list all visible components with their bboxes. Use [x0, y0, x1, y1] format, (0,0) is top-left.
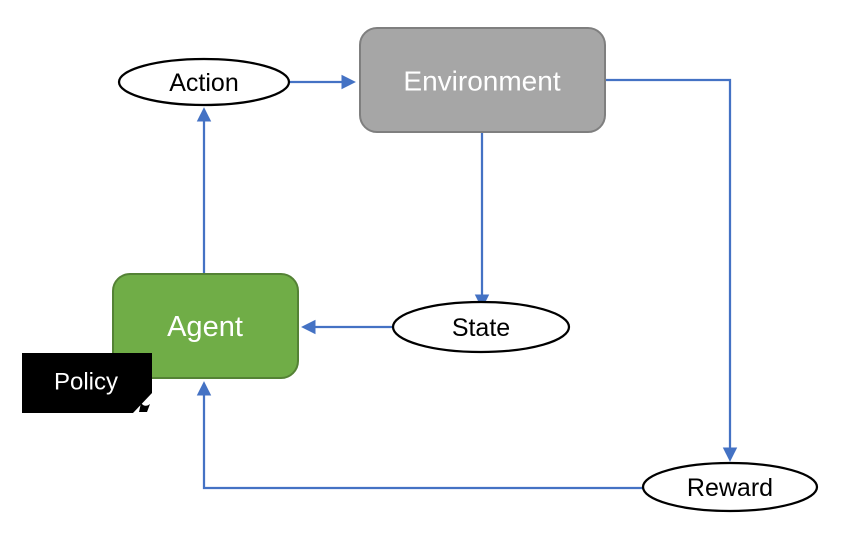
node-agent: Agent — [112, 273, 299, 379]
agent-label: Agent — [167, 311, 243, 343]
reward-ellipse — [641, 461, 819, 513]
action-ellipse — [117, 57, 291, 107]
edge-environment-to-reward — [605, 78, 738, 462]
action-label: Action — [169, 69, 238, 97]
node-state: State — [391, 300, 571, 354]
state-label: State — [452, 314, 510, 342]
state-ellipse — [391, 300, 571, 354]
node-policy: Policy — [22, 353, 152, 413]
policy-box — [22, 353, 152, 413]
edge-line — [605, 78, 738, 462]
agent-box — [112, 273, 299, 379]
edge-line — [196, 381, 643, 490]
policy-folded-corner-icon — [139, 403, 150, 412]
node-reward: Reward — [641, 461, 819, 513]
edge-reward-to-agent — [196, 381, 643, 490]
environment-box — [359, 27, 606, 133]
node-environment: Environment — [359, 27, 606, 133]
node-action: Action — [117, 57, 291, 107]
environment-label: Environment — [403, 66, 560, 97]
policy-label: Policy — [54, 369, 118, 396]
reward-label: Reward — [687, 474, 773, 502]
